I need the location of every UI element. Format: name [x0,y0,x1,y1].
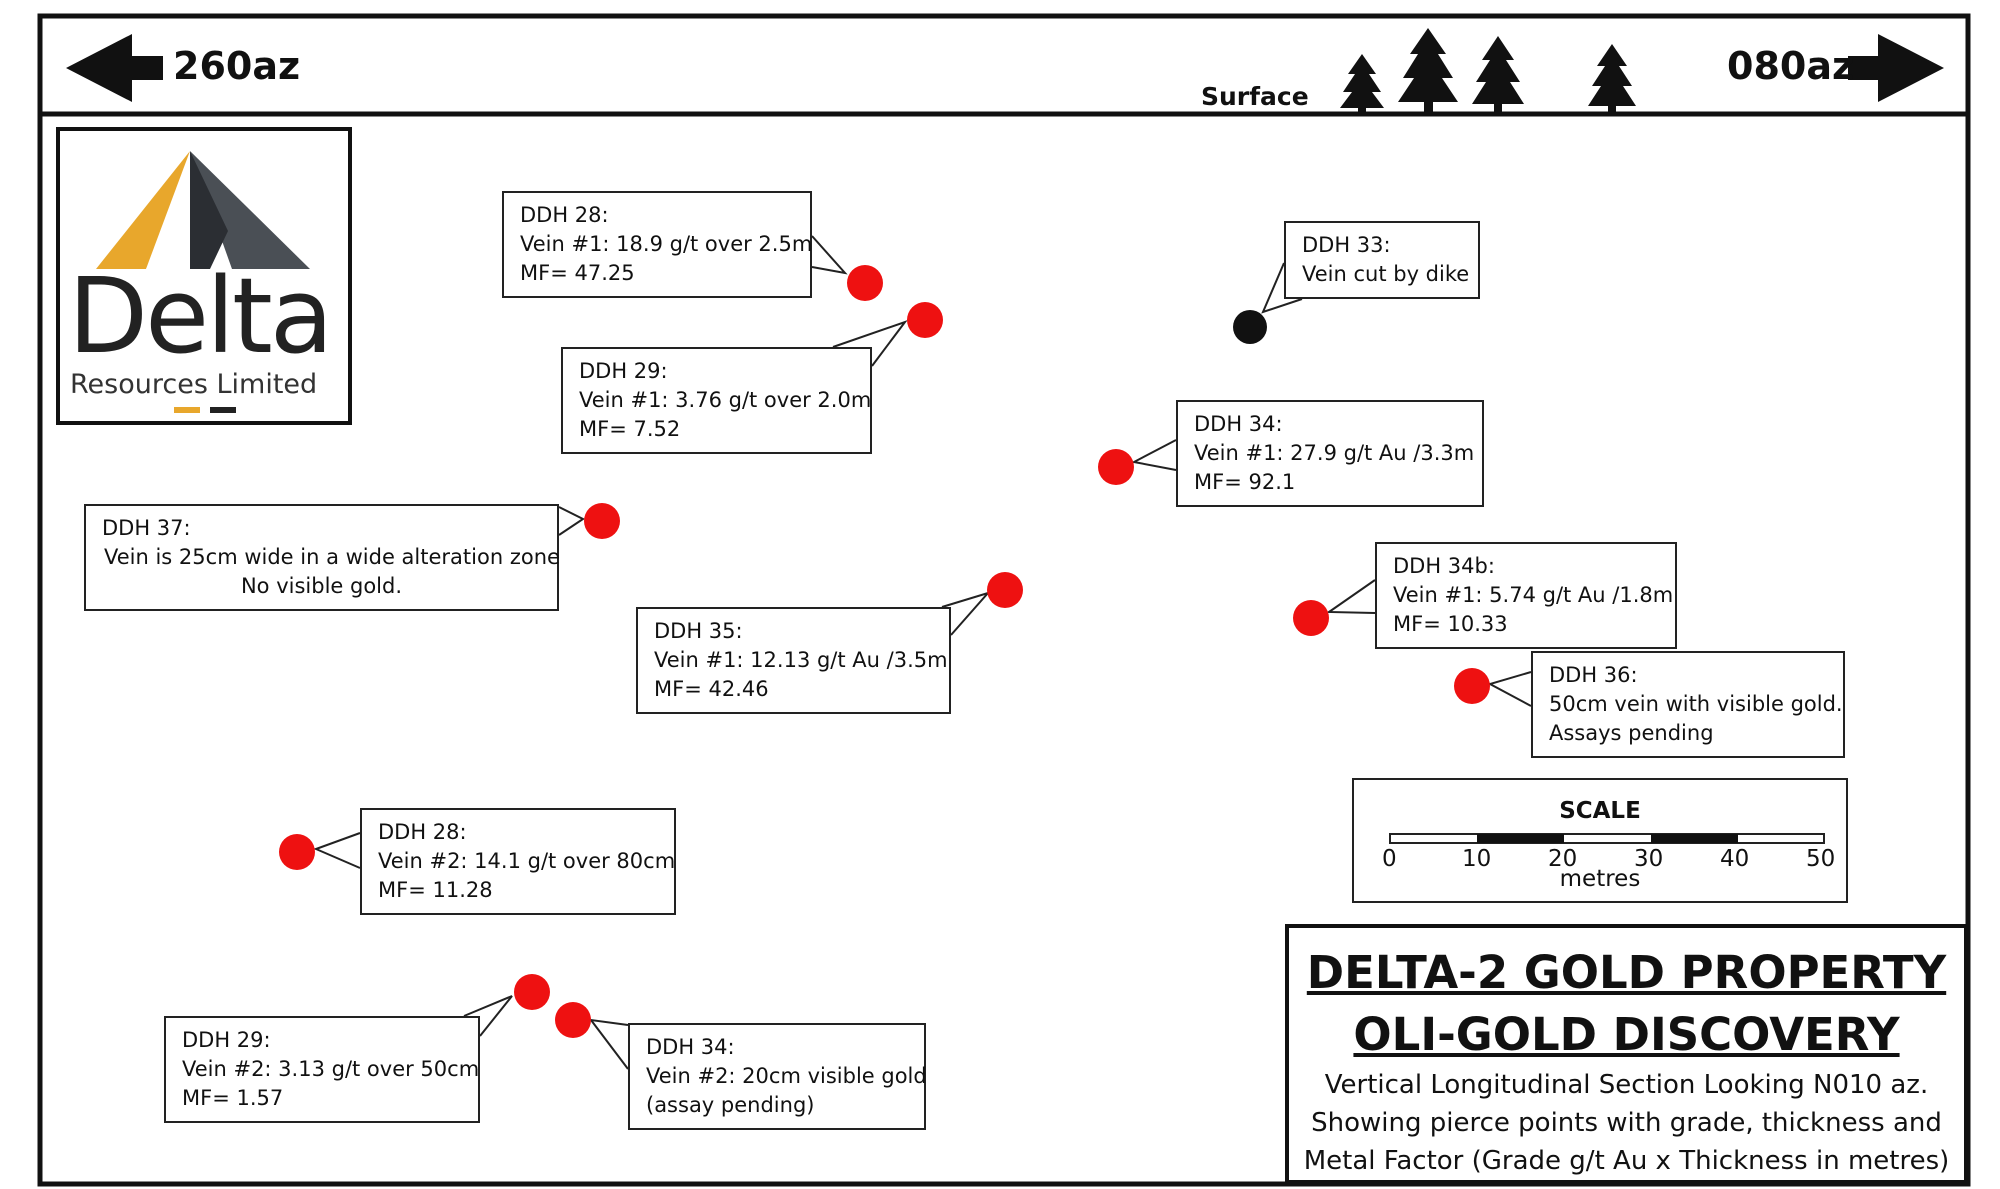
azimuth-left-label: 260az [173,44,301,88]
pierce-point [555,1002,591,1038]
title-desc-1: Vertical Longitudinal Section Looking N0… [1324,1070,1929,1100]
pierce-point [987,572,1023,608]
scale-tick-label: 30 [1634,846,1664,872]
leader-line [1261,262,1303,314]
scale-tick-label: 10 [1462,846,1492,872]
callout-ddh28-vein1: DDH 28: Vein #1: 18.9 g/t over 2.5m MF= … [502,191,812,298]
arrow-left-icon [66,34,163,102]
callout-line: DDH 35: [654,619,743,643]
scale-bar-graphic [1389,833,1825,844]
leader-line [832,319,908,367]
arrow-right-icon [1848,34,1944,102]
callout-ddh33: DDH 33: Vein cut by dike [1284,221,1480,299]
logo-subtitle: Resources Limited [70,369,318,400]
callout-line: Vein #2: 14.1 g/t over 80cm [378,849,676,873]
callout-ddh29-vein2: DDH 29: Vein #2: 3.13 g/t over 50cm MF= … [164,1016,480,1123]
callout-ddh36: DDH 36: 50cm vein with visible gold. Ass… [1531,651,1845,758]
outer-frame [37,13,1971,1187]
title-block: DELTA-2 GOLD PROPERTY OLI-GOLD DISCOVERY… [1285,924,1968,1184]
callout-line: Vein cut by dike [1302,262,1470,286]
pierce-points [279,265,1490,1038]
scale-tick-label: 40 [1720,846,1750,872]
callout-ddh35: DDH 35: Vein #1: 12.13 g/t Au /3.5m MF= … [636,607,951,714]
callout-line: Vein is 25cm wide in a wide alteration z… [104,545,560,569]
pierce-point [1098,449,1134,485]
callout-line: MF= 42.46 [654,677,769,701]
callout-line: Vein #1: 5.74 g/t Au /1.8m [1393,583,1674,607]
callout-ddh29-vein1: DDH 29: Vein #1: 3.76 g/t over 2.0m MF= … [561,347,872,454]
callout-line: MF= 7.52 [579,417,681,441]
logo-wordmark: Delta [68,255,333,377]
callout-line: Vein #2: 3.13 g/t over 50cm [182,1057,480,1081]
callout-line: MF= 10.33 [1393,612,1508,636]
tree-icon [1340,54,1384,114]
callout-line: DDH 33: [1302,233,1391,257]
callout-line: DDH 34: [1194,412,1283,436]
callout-line: 50cm vein with visible gold. [1549,692,1843,716]
callout-line: (assay pending) [646,1093,815,1117]
leader-line [463,995,513,1037]
callout-line: DDH 29: [579,359,668,383]
callout-line: DDH 37: [102,516,191,540]
tree-icon [1588,44,1636,114]
tree-icon [1472,36,1524,114]
leader-line [313,832,361,869]
callout-line: DDH 34b: [1393,554,1495,578]
scale-bar: SCALE 0 10 20 30 40 50 metres [1352,778,1848,903]
title-line-2: OLI-GOLD DISCOVERY [1353,1008,1900,1061]
callout-ddh34-vein1: DDH 34: Vein #1: 27.9 g/t Au /3.3m MF= 9… [1176,400,1484,507]
scale-title: SCALE [1559,798,1641,824]
leader-line [811,235,848,275]
callout-ddh28-vein2: DDH 28: Vein #2: 14.1 g/t over 80cm MF= … [360,808,676,915]
callout-line: MF= 92.1 [1194,470,1296,494]
callout-line: DDH 28: [520,203,609,227]
scale-unit: metres [1559,866,1641,892]
scale-tick-label: 0 [1382,846,1397,872]
leader-line [1325,579,1376,614]
pierce-point [847,265,883,301]
callout-line: MF= 1.57 [182,1086,284,1110]
callout-line: DDH 34: [646,1035,735,1059]
leader-line [1487,671,1532,707]
pierce-point [1454,668,1490,704]
leader-line [558,506,585,536]
pierce-point [279,834,315,870]
pierce-point [514,974,550,1010]
callout-line: Vein #1: 18.9 g/t over 2.5m [520,232,813,256]
surface-label: Surface [1201,82,1309,111]
callout-line: Vein #1: 12.13 g/t Au /3.5m [654,648,948,672]
pierce-point [1293,600,1329,636]
callout-line: DDH 29: [182,1028,271,1052]
leader-line [1130,439,1177,471]
pierce-point [584,503,620,539]
scale-tick-label: 50 [1806,846,1836,872]
callout-ddh34-vein2: DDH 34: Vein #2: 20cm visible gold (assa… [628,1023,927,1130]
callout-line: Vein #2: 20cm visible gold [646,1064,927,1088]
title-line-1: DELTA-2 GOLD PROPERTY [1306,946,1947,999]
callout-line: Vein #1: 27.9 g/t Au /3.3m [1194,441,1475,465]
tree-icon [1398,28,1458,114]
title-desc-2: Showing pierce points with grade, thickn… [1311,1108,1942,1138]
delta-mountain-icon [96,151,310,413]
callout-line: DDH 36: [1549,663,1638,687]
callout-ddh37: DDH 37: Vein is 25cm wide in a wide alte… [84,504,560,611]
pierce-point [907,302,943,338]
callout-line: DDH 28: [378,820,467,844]
leader-line [588,1018,629,1070]
title-desc-3: Metal Factor (Grade g/t Au x Thickness i… [1303,1146,1950,1176]
callout-line: Vein #1: 3.76 g/t over 2.0m [579,388,872,412]
callout-line: MF= 47.25 [520,261,635,285]
callout-ddh34b: DDH 34b: Vein #1: 5.74 g/t Au /1.8m MF= … [1375,542,1677,649]
scale-tick-label: 20 [1548,846,1578,872]
callout-line: No visible gold. [240,574,403,598]
company-logo: Delta Resources Limited [56,127,352,425]
callout-line: Assays pending [1549,721,1714,745]
azimuth-right-label: 080az [1727,44,1855,88]
callout-line: MF= 11.28 [378,878,493,902]
pierce-point-dike [1233,310,1267,344]
